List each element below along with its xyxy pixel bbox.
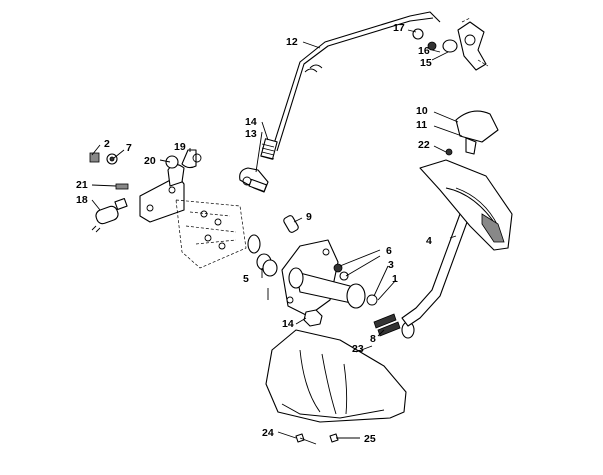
callouts: 1 2 3 4 5 6 7 8 9 10 11 12 13 14 14 15 1… — [76, 22, 432, 445]
callout-2: 2 — [104, 138, 110, 150]
callout-15: 15 — [420, 57, 432, 69]
callout-7: 7 — [126, 142, 132, 154]
callout-10: 10 — [416, 105, 428, 117]
shift-rod — [260, 11, 441, 160]
callout-14-lower: 14 — [282, 318, 294, 330]
left-hardware — [89, 149, 202, 190]
callout-22: 22 — [418, 139, 430, 151]
callout-14-upper: 14 — [245, 116, 257, 128]
callout-5: 5 — [243, 273, 249, 285]
callout-4: 4 — [426, 235, 432, 247]
callout-6: 6 — [386, 245, 392, 257]
callout-1: 1 — [392, 273, 398, 285]
shift-lever — [401, 202, 472, 327]
callout-17: 17 — [393, 22, 405, 34]
callout-13: 13 — [245, 128, 257, 140]
callout-18: 18 — [76, 194, 88, 206]
shift-pedal — [419, 110, 513, 251]
callout-24: 24 — [262, 427, 274, 439]
callout-8: 8 — [370, 333, 376, 345]
callout-19: 19 — [174, 141, 186, 153]
rod-end-lower — [239, 167, 269, 193]
callout-21: 21 — [76, 179, 88, 191]
mount-bracket — [139, 163, 247, 269]
callout-23: 23 — [352, 343, 364, 355]
callout-11: 11 — [416, 119, 427, 131]
switch — [91, 197, 128, 233]
shift-boot — [265, 329, 407, 443]
callout-16: 16 — [418, 45, 430, 57]
rod-end-assembly — [412, 17, 489, 71]
callout-9: 9 — [306, 211, 312, 223]
nut — [303, 309, 323, 327]
callout-12: 12 — [286, 36, 298, 48]
spring — [373, 313, 415, 339]
leader-lines — [91, 29, 463, 445]
pivot-bracket — [281, 215, 378, 317]
callout-25: 25 — [364, 433, 376, 445]
callout-20: 20 — [144, 155, 156, 167]
bushings — [247, 234, 278, 277]
callout-3: 3 — [388, 259, 394, 271]
